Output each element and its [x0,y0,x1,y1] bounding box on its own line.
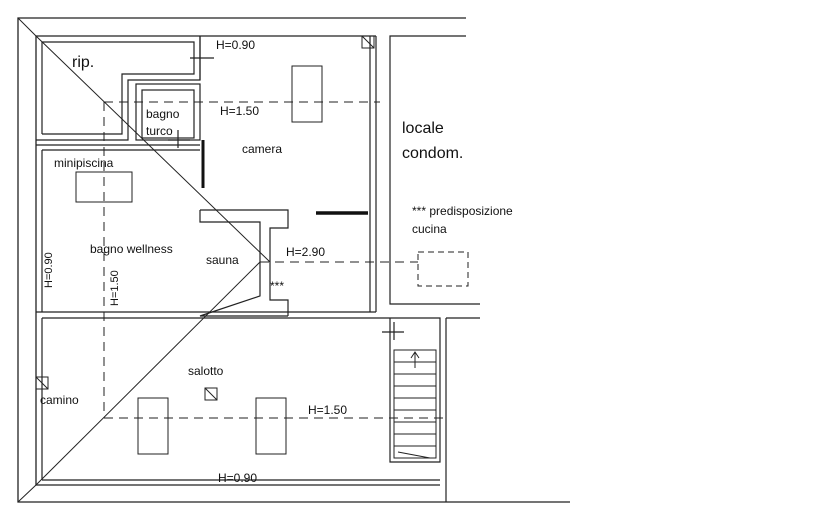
minipiscina-tub [75,171,133,203]
camera-bed [291,65,323,123]
label-salotto: salotto [188,364,224,378]
label-h150-left: H=1.50 [109,270,121,306]
door-markers [168,36,404,340]
label-sauna: sauna [206,253,239,267]
room-labels: rip. H=0.90 H=1.50 bagno turco camera lo… [40,38,513,485]
label-cucina: cucina [412,222,447,236]
staircase [393,349,437,459]
label-stars: *** [270,279,284,293]
label-h150-bottom: H=1.50 [308,403,347,417]
label-h090-left: H=0.90 [43,252,55,288]
label-bagno: bagno [146,107,180,121]
label-h090-top: H=0.90 [216,38,255,52]
salotto-sofa-right [255,397,287,455]
kitchen-outline [417,251,469,287]
label-h290: H=2.90 [286,245,325,259]
furniture [35,35,469,455]
label-predisposizione: *** predisposizione [412,204,513,218]
corner-symbol [361,35,375,49]
camino-symbol [35,376,49,390]
outer-walls [17,17,570,503]
height-lines [103,101,446,419]
salotto-pillar-symbol [204,387,218,401]
salotto-sofa-left [137,397,169,455]
label-camera: camera [242,142,282,156]
label-rip: rip. [72,54,94,71]
label-locale: locale [402,120,444,137]
label-camino: camino [40,393,79,407]
label-minipiscina: minipiscina [54,156,114,170]
label-condom: condom. [402,145,463,162]
diagonal-lines [17,17,271,503]
label-turco: turco [146,124,173,138]
room-walls [36,35,480,502]
label-bagno-wellness: bagno wellness [90,242,173,256]
label-h090-bottom: H=0.90 [218,471,257,485]
label-h150-top: H=1.50 [220,104,259,118]
